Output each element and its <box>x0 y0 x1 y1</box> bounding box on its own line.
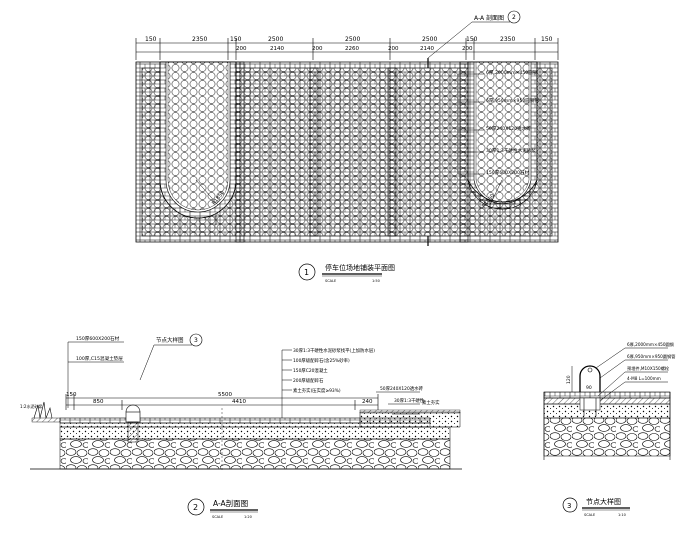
node-detail-view: 120 90 6厚,2000mm×450圆钢 6厚,950mm×950圆钢管 预… <box>543 341 675 517</box>
node-dim: 120 <box>566 375 572 384</box>
dim-label: 200 <box>388 46 399 52</box>
node-callout: 4-M8 L=100mm <box>627 376 661 381</box>
dim-total: 5500 <box>218 392 232 398</box>
layer-callout: 150厚C20混凝土 <box>293 367 328 374</box>
node-tag: 节点大样图 <box>156 336 184 344</box>
node-callout: 预埋件,M10X150螺栓 <box>627 365 670 372</box>
dim-label: 150 <box>541 36 553 43</box>
section-callout-right: 50厚240X120透水砖 <box>380 385 424 392</box>
section-scale-value: 1:20 <box>244 515 252 519</box>
dim-label: 200 <box>312 46 323 52</box>
dim-label: 2500 <box>422 36 437 43</box>
bollard-icon <box>125 404 141 443</box>
dim-label: 2350 <box>500 36 515 43</box>
dim-label: 150 <box>230 36 242 43</box>
section-callout-right: 30厚1:3干硬性 <box>394 397 425 404</box>
dim-label: 2500 <box>345 36 360 43</box>
dim-label: 200 <box>462 46 473 52</box>
plan-title-number: 1 <box>304 268 309 277</box>
layer-callout: 素土夯实(压实度≥93%) <box>293 387 341 394</box>
section-callout-right: 素土夯实 <box>422 399 440 406</box>
node-scale-label: SCALE <box>584 513 595 517</box>
plan-scale-value: 1:50 <box>372 279 380 283</box>
plan-callout: 6厚,2000mm×450圆钢 <box>486 69 538 76</box>
dim-label: 150 <box>66 392 77 398</box>
node-tag-number: 3 <box>194 337 198 344</box>
node-title: 节点大样图 <box>586 497 621 506</box>
section-tag: A-A 剖面图 <box>474 14 504 22</box>
plan-callout: 150厚600X200石材 <box>486 169 530 176</box>
section-title: A-A剖面图 <box>213 498 248 508</box>
plan-view: 150 2350 150 2500 2500 2500 150 2350 150… <box>135 10 559 283</box>
plan-title: 停车位场地铺装平面图 <box>325 263 395 272</box>
section-callout-left: 100厚,C15混凝土垫层 <box>76 355 123 362</box>
node-callout: 6厚,2000mm×450圆钢 <box>627 341 674 348</box>
dim-label: 200 <box>236 46 247 52</box>
dim-label: 2140 <box>420 46 434 52</box>
left-note: 1:2水泥砂浆 <box>20 403 42 409</box>
dim-label: 150 <box>466 36 478 43</box>
section-callout-left: 150厚600X200石材 <box>76 335 120 342</box>
node-dim: 90 <box>586 385 592 391</box>
section-tag-number: 2 <box>512 14 516 21</box>
dim-label: 2140 <box>270 46 284 52</box>
node-callout: 6厚,950mm×950圆钢管 <box>627 353 675 360</box>
dim-label: 2350 <box>192 36 207 43</box>
dim-label: 4410 <box>232 399 246 405</box>
dim-label: 2500 <box>268 36 283 43</box>
layer-callout: 30厚1:3干硬性水泥砂浆找平(上加防水层) <box>293 347 375 354</box>
plan-callout: 30厚1:3干硬性水泥砂浆 <box>486 147 536 154</box>
section-view: 150厚600X200石材 100厚,C15混凝土垫层 节点大样图 3 30厚1… <box>20 333 462 519</box>
dim-label: 150 <box>145 36 157 43</box>
plan-callout: 6厚,950mm×950圆钢管 <box>486 97 539 104</box>
section-title-number: 2 <box>193 503 198 512</box>
plan-scale-label: SCALE <box>325 279 336 283</box>
dim-label: 850 <box>93 399 104 405</box>
layer-callout: 200厚级配碎石 <box>293 377 324 384</box>
dim-label: 240 <box>362 399 373 405</box>
plan-callout: 50厚240X120透水砖 <box>486 125 531 132</box>
node-scale-value: 1:10 <box>618 513 626 517</box>
node-title-number: 3 <box>567 502 571 510</box>
section-scale-label: SCALE <box>212 515 223 519</box>
dim-label: 2260 <box>345 46 359 52</box>
layer-callout: 100厚级配碎石(含25%砂率) <box>293 357 350 364</box>
